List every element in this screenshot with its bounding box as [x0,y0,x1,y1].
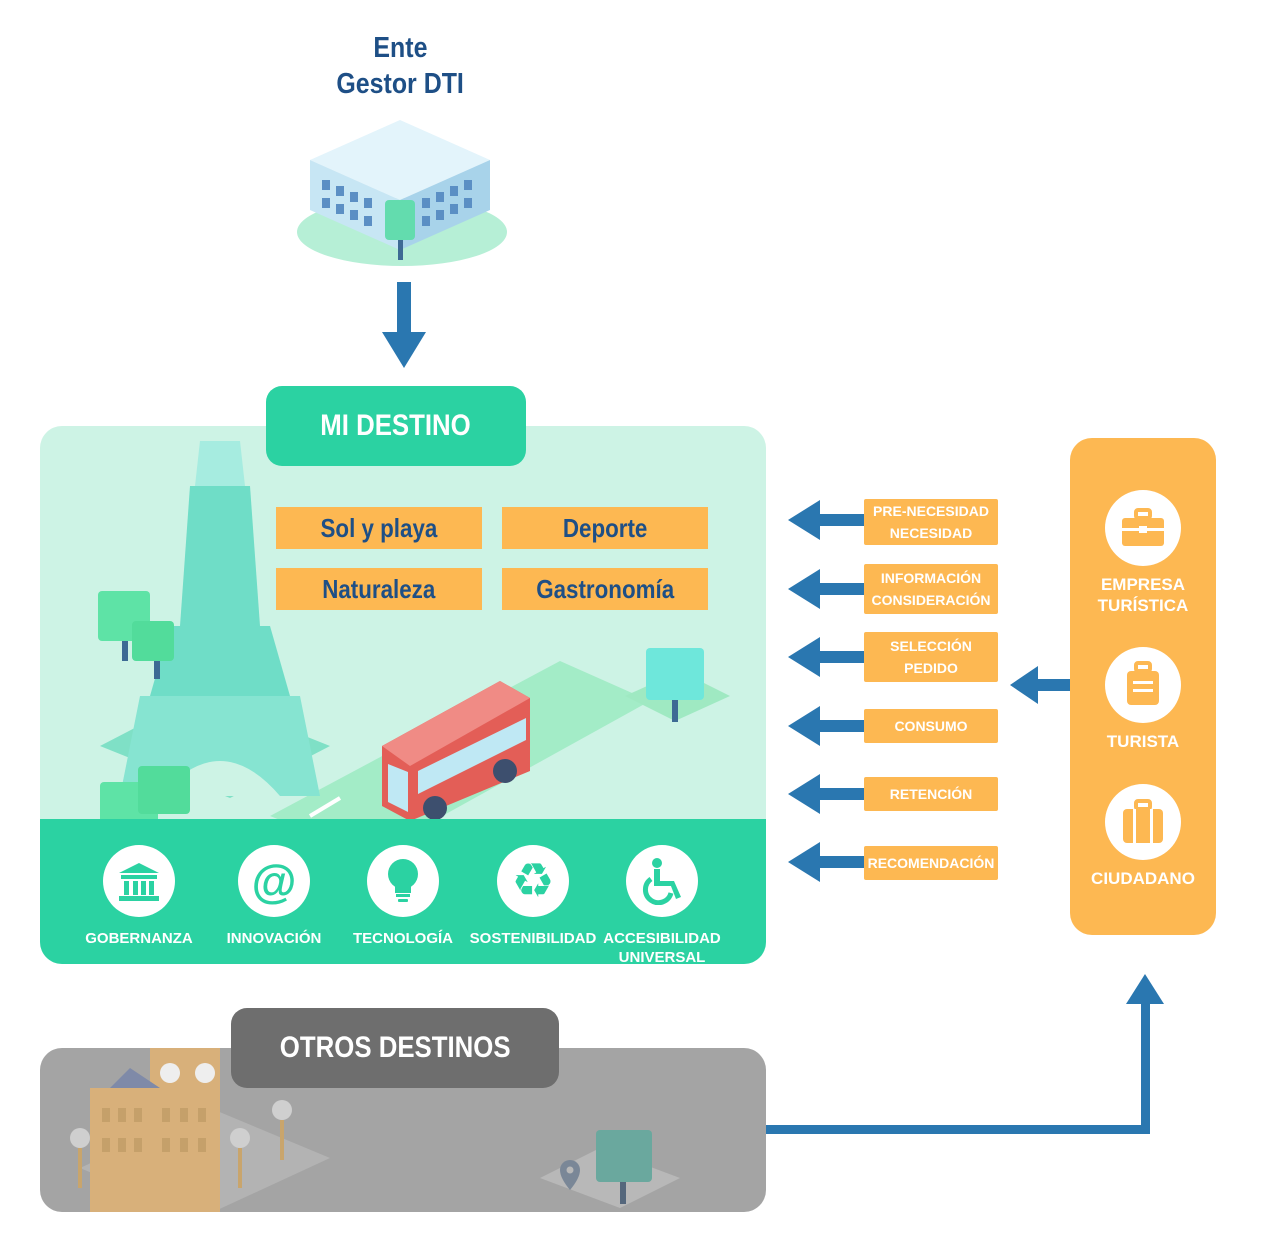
actor-label-ciudadano: CIUDADANO [1091,869,1195,888]
value-innovacion: @ INNOVACIÓN [204,845,344,948]
tag-gastronomia: Gastronomía [502,568,708,610]
otros-destinos-title: OTROS DESTINOS [279,1031,511,1064]
recycle-icon: ♻ [511,853,555,909]
luggage-icon [1123,799,1163,843]
ente-gestor-title: Ente Gestor DTI [280,30,520,102]
bus-illustration [382,681,530,821]
value-label-accesibilidad: ACCESIBILIDAD UNIVERSAL [603,930,721,966]
tag-naturaleza: Naturaleza [276,568,482,610]
government-building-icon [119,863,159,901]
actor-turista: TURISTA [1070,647,1216,752]
value-tecnologia: TECNOLOGÍA [333,845,473,948]
value-sostenibilidad: ♻ SOSTENIBILIDAD [463,845,603,948]
stage-consumo: CONSUMO [864,709,998,743]
value-label-innovacion: INNOVACIÓN [226,930,322,947]
arrow-down-ente-to-destino [382,282,426,368]
ente-title-line1: Ente [372,32,428,64]
briefcase-icon [1122,508,1164,546]
suitcase-icon [1127,661,1159,705]
value-label-sostenibilidad: SOSTENIBILIDAD [469,930,597,947]
arrow-left-1 [788,500,868,540]
arrow-left-actors-to-stages [1010,666,1072,704]
arrow-left-4 [788,706,868,746]
value-label-tecnologia: TECNOLOGÍA [353,930,453,947]
arrow-left-6 [788,842,868,882]
mi-destino-header: MI DESTINO [266,386,526,466]
otros-city-illustration [70,1048,680,1212]
stage-retencion: RETENCIÓN [864,777,998,811]
value-accesibilidad: ACCESIBILIDAD UNIVERSAL [592,845,732,967]
arrow-left-5 [788,774,868,814]
value-gobernanza: GOBERNANZA [69,845,209,948]
arrow-left-2 [788,569,868,609]
actor-label-turista: TURISTA [1106,732,1180,751]
ente-title-line2: Gestor DTI [336,68,464,100]
wheelchair-icon [642,858,681,905]
tag-deporte: Deporte [502,507,708,549]
at-sign-icon: @ [251,855,297,907]
tag-sol-y-playa: Sol y playa [276,507,482,549]
stage-recomendacion: RECOMENDACIÓN [864,846,998,880]
office-building-illustration [297,120,507,266]
mi-destino-title: MI DESTINO [320,409,472,442]
city-illustration [98,441,730,826]
value-label-gobernanza: GOBERNANZA [85,930,193,947]
connector-otros-to-actors [766,974,1164,1134]
arrow-left-3 [788,637,868,677]
actor-ciudadano: CIUDADANO [1070,784,1216,889]
stage-arrows [788,500,868,882]
otros-destinos-header: OTROS DESTINOS [231,1008,559,1088]
lightbulb-icon [388,859,418,902]
